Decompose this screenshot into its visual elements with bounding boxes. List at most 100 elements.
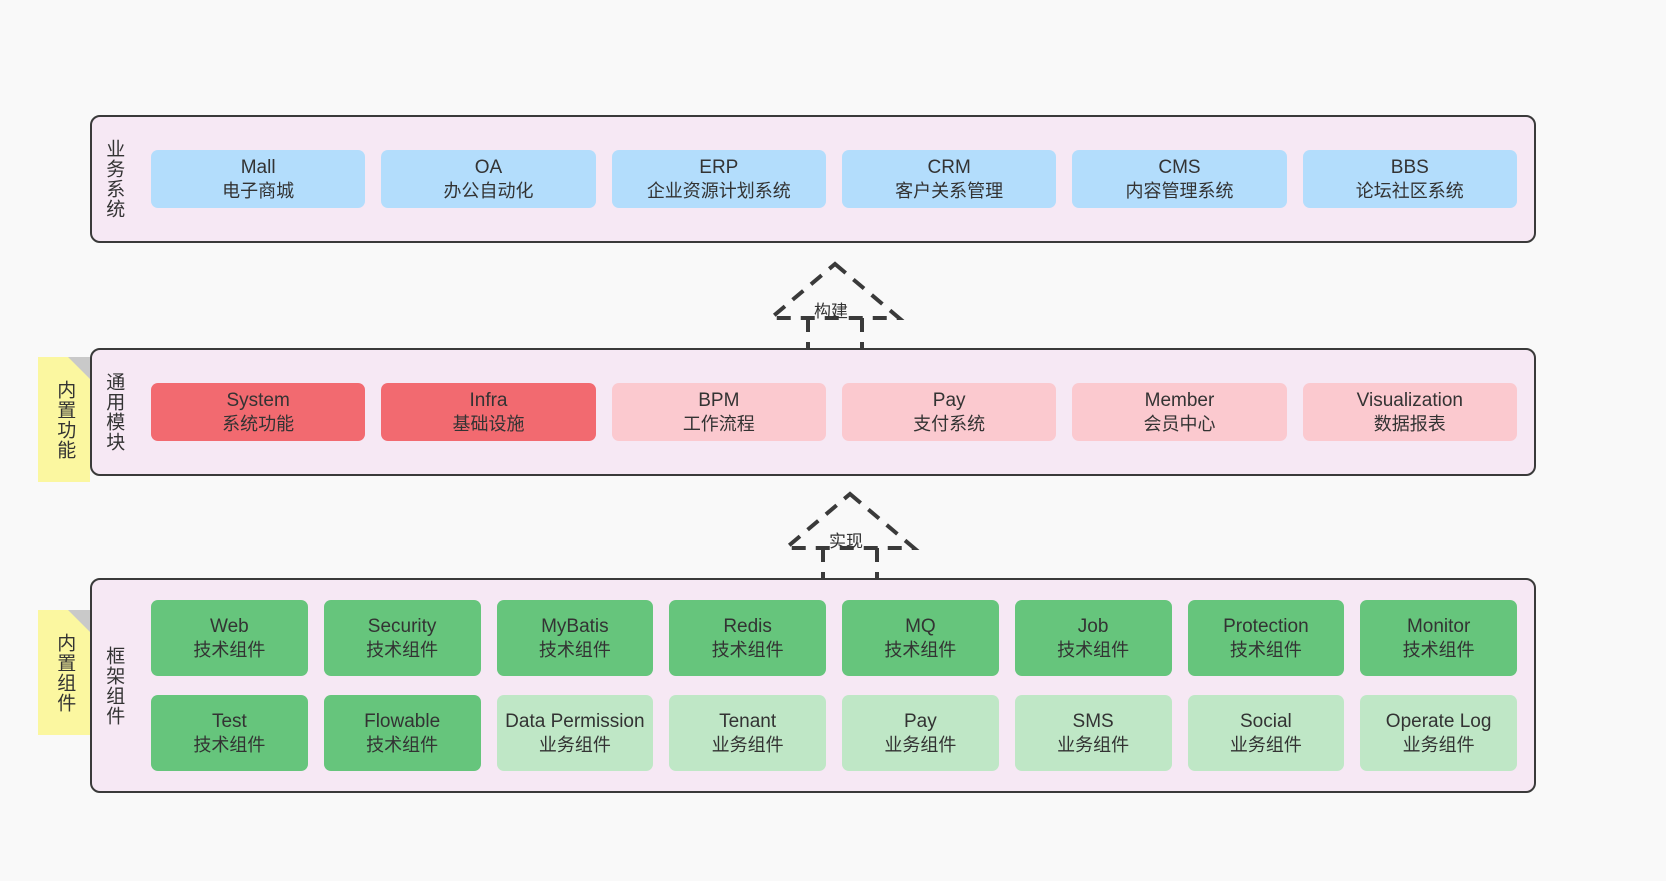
layer-business-system: 业务系统 Mall 电子商城 OA 办公自动化 ERP 企业资源计划系统 CRM… xyxy=(90,115,1536,243)
node-title: Infra xyxy=(469,389,508,411)
node-visualization[interactable]: Visualization 数据报表 xyxy=(1302,382,1517,442)
node-title: Social xyxy=(1240,710,1292,732)
node-data-permission[interactable]: Data Permission 业务组件 xyxy=(496,695,654,771)
node-test[interactable]: Test 技术组件 xyxy=(151,695,308,771)
node-subtitle: 业务组件 xyxy=(1402,734,1475,755)
layer-framework-component: 框架组件 Web 技术组件 Security 技术组件 MyBatis 技术组件… xyxy=(90,578,1536,793)
node-subtitle: 技术组件 xyxy=(538,639,611,660)
node-row: Web 技术组件 Security 技术组件 MyBatis 技术组件 Redi… xyxy=(151,600,1517,676)
node-title: SMS xyxy=(1072,710,1114,732)
node-title: Web xyxy=(210,615,249,637)
sticky-note-builtin-function: 内置功能 xyxy=(38,357,90,482)
node-redis[interactable]: Redis 技术组件 xyxy=(669,600,826,676)
node-job[interactable]: Job 技术组件 xyxy=(1014,600,1172,676)
node-subtitle: 数据报表 xyxy=(1373,413,1446,434)
node-subtitle: 技术组件 xyxy=(711,639,784,660)
node-subtitle: 支付系统 xyxy=(913,413,986,434)
node-subtitle: 业务组件 xyxy=(884,734,957,755)
node-title: Pay xyxy=(904,710,937,732)
node-monitor[interactable]: Monitor 技术组件 xyxy=(1360,600,1517,676)
node-bpm[interactable]: BPM 工作流程 xyxy=(611,382,826,442)
arrow-head-triangle xyxy=(765,261,905,320)
node-sms[interactable]: SMS 业务组件 xyxy=(1014,695,1172,771)
layer-label-framework-component: 框架组件 xyxy=(103,645,125,726)
node-flowable[interactable]: Flowable 技术组件 xyxy=(323,695,481,771)
node-subtitle: 电子商城 xyxy=(222,180,295,201)
node-erp[interactable]: ERP 企业资源计划系统 xyxy=(611,149,826,209)
node-title: CMS xyxy=(1158,156,1201,178)
node-subtitle: 技术组件 xyxy=(366,734,439,755)
node-title: BPM xyxy=(698,389,740,411)
node-mybatis[interactable]: MyBatis 技术组件 xyxy=(496,600,654,676)
node-subtitle: 论坛社区系统 xyxy=(1355,180,1464,201)
node-subtitle: 业务组件 xyxy=(538,734,611,755)
node-subtitle: 技术组件 xyxy=(1402,639,1475,660)
layer-common-module: 通用模块 System 系统功能 Infra 基础设施 BPM 工作流程 Pay… xyxy=(90,348,1536,476)
node-row: Test 技术组件 Flowable 技术组件 Data Permission … xyxy=(151,695,1517,771)
node-title: Redis xyxy=(723,615,772,637)
arrow-head-triangle xyxy=(780,491,920,550)
sticky-fold-corner xyxy=(68,357,90,379)
node-title: Member xyxy=(1144,389,1215,411)
node-crm[interactable]: CRM 客户关系管理 xyxy=(841,149,1057,209)
node-title: Pay xyxy=(932,389,966,411)
node-tenant[interactable]: Tenant 业务组件 xyxy=(669,695,826,771)
node-subtitle: 技术组件 xyxy=(193,639,266,660)
node-title: ERP xyxy=(699,156,739,178)
node-title: MyBatis xyxy=(541,615,609,637)
layer-body-framework-component: Web 技术组件 Security 技术组件 MyBatis 技术组件 Redi… xyxy=(134,580,1534,791)
node-protection[interactable]: Protection 技术组件 xyxy=(1187,600,1345,676)
node-subtitle: 系统功能 xyxy=(222,413,295,434)
node-mall[interactable]: Mall 电子商城 xyxy=(151,149,366,209)
arrow-stem xyxy=(806,318,864,350)
node-security[interactable]: Security 技术组件 xyxy=(323,600,481,676)
node-title: Protection xyxy=(1223,615,1309,637)
node-row: System 系统功能 Infra 基础设施 BPM 工作流程 Pay 支付系统… xyxy=(151,382,1517,442)
node-title: Monitor xyxy=(1406,615,1471,637)
node-title: Test xyxy=(211,710,247,732)
node-title: Job xyxy=(1077,615,1109,637)
layer-label-business-system: 业务系统 xyxy=(103,139,125,219)
node-cms[interactable]: CMS 内容管理系统 xyxy=(1072,149,1287,209)
node-subtitle: 业务组件 xyxy=(711,734,784,755)
node-mq[interactable]: MQ 技术组件 xyxy=(842,600,999,676)
node-infra[interactable]: Infra 基础设施 xyxy=(381,382,596,442)
node-web[interactable]: Web 技术组件 xyxy=(151,600,308,676)
connector-implement-label: 实现 xyxy=(829,532,863,551)
connector-build-label: 构建 xyxy=(814,302,848,321)
node-subtitle: 业务组件 xyxy=(1229,734,1302,755)
node-subtitle: 办公自动化 xyxy=(443,180,534,201)
node-title: MQ xyxy=(905,615,936,637)
node-subtitle: 技术组件 xyxy=(1057,639,1130,660)
node-bbs[interactable]: BBS 论坛社区系统 xyxy=(1302,149,1517,209)
node-social[interactable]: Social 业务组件 xyxy=(1187,695,1345,771)
node-system[interactable]: System 系统功能 xyxy=(151,382,366,442)
node-title: Security xyxy=(367,615,437,637)
node-title: Visualization xyxy=(1356,389,1463,411)
layer-body-common-module: System 系统功能 Infra 基础设施 BPM 工作流程 Pay 支付系统… xyxy=(134,350,1534,474)
node-pay-component[interactable]: Pay 业务组件 xyxy=(842,695,999,771)
node-title: Data Permission xyxy=(505,710,645,732)
node-title: CRM xyxy=(927,156,971,178)
sticky-fold-corner xyxy=(68,610,90,632)
sticky-note-label: 内置组件 xyxy=(54,632,76,713)
node-pay[interactable]: Pay 支付系统 xyxy=(841,382,1057,442)
node-subtitle: 会员中心 xyxy=(1143,413,1216,434)
node-title: BBS xyxy=(1390,156,1429,178)
connector-implement: 实现 xyxy=(775,490,925,580)
node-member[interactable]: Member 会员中心 xyxy=(1072,382,1287,442)
node-title: Flowable xyxy=(364,710,441,732)
node-subtitle: 技术组件 xyxy=(193,734,266,755)
node-title: Mall xyxy=(240,156,276,178)
sticky-note-label: 内置功能 xyxy=(54,379,76,460)
node-title: Operate Log xyxy=(1385,710,1492,732)
node-subtitle: 技术组件 xyxy=(366,639,439,660)
node-operate-log[interactable]: Operate Log 业务组件 xyxy=(1360,695,1517,771)
arrow-stem xyxy=(821,548,879,580)
node-subtitle: 内容管理系统 xyxy=(1125,180,1234,201)
node-oa[interactable]: OA 办公自动化 xyxy=(381,149,596,209)
node-title: System xyxy=(226,389,290,411)
node-row: Mall 电子商城 OA 办公自动化 ERP 企业资源计划系统 CRM 客户关系… xyxy=(151,149,1517,209)
node-subtitle: 企业资源计划系统 xyxy=(646,180,791,201)
